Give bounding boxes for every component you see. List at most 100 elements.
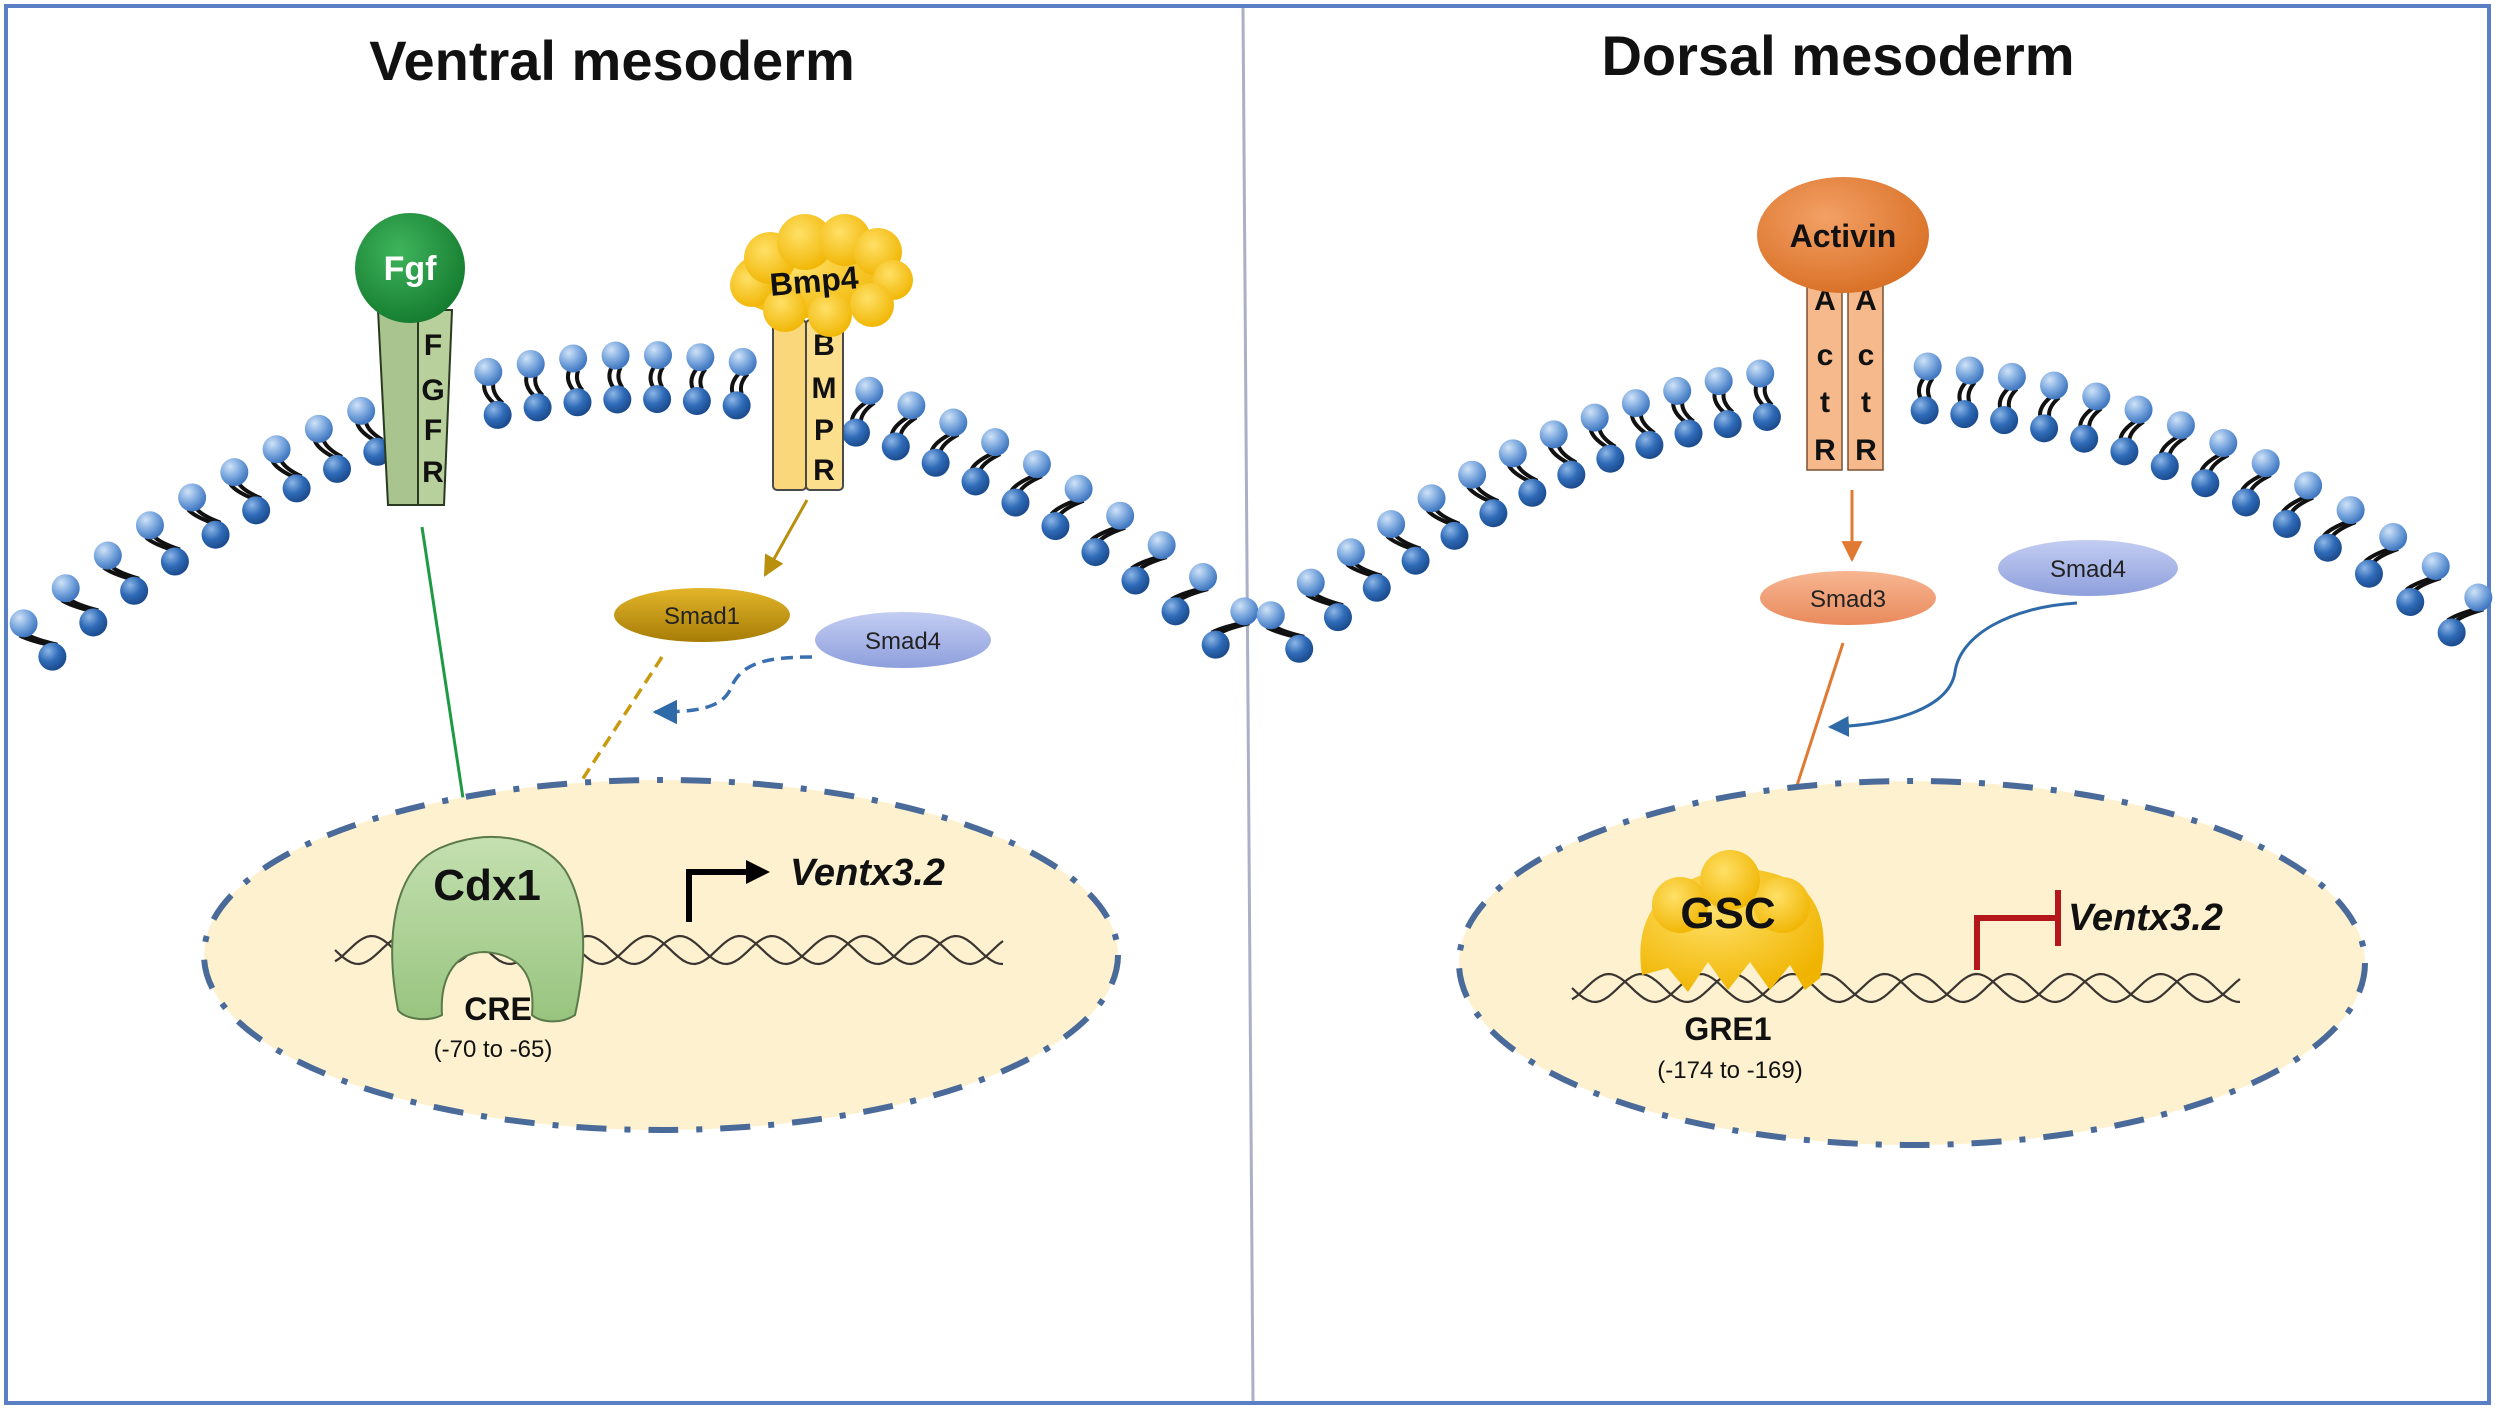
ligand-label: Fgf bbox=[384, 250, 438, 288]
lipid-head-outer bbox=[2294, 471, 2323, 500]
nucleus: Cdx1 Ventx3.2 CRE (-70 to -65) bbox=[201, 777, 1121, 1133]
gene-label: Ventx3.2 bbox=[790, 852, 945, 894]
lipid-head-inner bbox=[563, 388, 592, 417]
lipid-head-inner bbox=[643, 385, 672, 414]
repression-bar bbox=[1974, 890, 2061, 970]
lipid-head-inner bbox=[2070, 424, 2099, 453]
lipid-head-inner bbox=[323, 454, 352, 483]
lipid-tail bbox=[1753, 384, 1765, 407]
smad-label: Smad1 bbox=[664, 603, 740, 630]
lipid-head-outer bbox=[855, 376, 884, 405]
lipid-head-outer bbox=[1997, 362, 2026, 391]
lipid-head-inner bbox=[2110, 437, 2139, 466]
lipid-head-inner bbox=[1596, 444, 1625, 473]
lipid-head-outer bbox=[1621, 389, 1650, 418]
receptor-letter: R bbox=[1855, 434, 1877, 467]
smad-label: Smad4 bbox=[2050, 556, 2126, 583]
lipid-tail bbox=[1966, 381, 1977, 403]
lipid-tail bbox=[729, 372, 741, 394]
lipid-tail bbox=[491, 383, 505, 405]
lipid-head-outer bbox=[1663, 376, 1692, 405]
receptor-letter: c bbox=[1817, 339, 1834, 372]
lipid-head-inner bbox=[483, 400, 512, 429]
lipid-head-outer bbox=[728, 347, 757, 376]
arrow-bmpr-to-smad1 bbox=[763, 499, 809, 577]
lipid-head-outer bbox=[93, 541, 122, 570]
panel-title: Ventral mesoderm bbox=[369, 29, 855, 92]
receptor-letter: P bbox=[814, 414, 834, 447]
lipid-head-outer bbox=[2379, 522, 2408, 551]
lipid-head-inner bbox=[38, 642, 67, 671]
activin-ligand: Activin bbox=[1757, 177, 1929, 293]
receptor-letter: A bbox=[1855, 284, 1877, 317]
lipid-head-outer bbox=[939, 408, 968, 437]
panel-divider bbox=[1241, 7, 1255, 1402]
lipid-head-inner bbox=[1440, 521, 1469, 550]
lipid-head-inner bbox=[1121, 566, 1150, 595]
lipid-head-outer bbox=[2209, 429, 2238, 458]
lipid-head-inner bbox=[1674, 419, 1703, 448]
lipid-tail bbox=[482, 383, 496, 405]
lipid-tail bbox=[698, 367, 707, 390]
receptor-letter: R bbox=[813, 454, 835, 487]
lipid-head-outer bbox=[2166, 411, 2195, 440]
cdx1-factor: Cdx1 bbox=[391, 835, 585, 1023]
lipid-head-inner bbox=[2030, 414, 2059, 443]
lipid-tail bbox=[1712, 392, 1726, 414]
lipid-head-inner bbox=[523, 393, 552, 422]
receptor-letter: t bbox=[1820, 386, 1830, 419]
lipid-tail bbox=[524, 375, 536, 397]
binding-site-label: GRE1 bbox=[1684, 1011, 1771, 1047]
lipid-head-inner bbox=[120, 576, 149, 605]
lipid-head-inner bbox=[282, 474, 311, 503]
lipid-head-outer bbox=[304, 414, 333, 443]
smad-label: Smad4 bbox=[865, 628, 941, 655]
lipid-head-outer bbox=[2082, 382, 2111, 411]
lipid-tail bbox=[657, 366, 665, 389]
lipid-head-outer bbox=[51, 574, 80, 603]
lipid-head-inner bbox=[603, 385, 632, 414]
fgfr-receptor: F G F R bbox=[376, 309, 454, 506]
lipid-head-outer bbox=[601, 341, 630, 370]
gsc-factor: GSC bbox=[1640, 850, 1824, 992]
smad1: Smad1 bbox=[614, 588, 790, 642]
receptor-letter: B bbox=[813, 329, 835, 362]
lipid-tail bbox=[2006, 387, 2019, 409]
lipid-head-inner bbox=[961, 467, 990, 496]
lipid-head-inner bbox=[1479, 499, 1508, 528]
lipid-head-inner bbox=[921, 448, 950, 477]
lipid-head-outer bbox=[347, 396, 376, 425]
lipid-head-inner bbox=[1201, 630, 1230, 659]
fgf-ligand: Fgf bbox=[355, 213, 465, 323]
figure-border bbox=[4, 4, 2491, 1405]
lipid-head-inner bbox=[2437, 618, 2466, 647]
bmpr-receptor: B M P R bbox=[772, 319, 844, 491]
lipid-head-inner bbox=[1362, 573, 1391, 602]
lipid-head-outer bbox=[686, 343, 715, 372]
lipid-head-outer bbox=[2040, 371, 2069, 400]
lipid-head-inner bbox=[1161, 597, 1190, 626]
transcription-factor-label: Cdx1 bbox=[433, 861, 541, 910]
lipid-tail bbox=[1957, 381, 1968, 403]
lipid-head-outer bbox=[1147, 531, 1176, 560]
lipid-tail bbox=[1762, 384, 1774, 407]
lipid-tail bbox=[1721, 392, 1735, 414]
lipid-tail bbox=[574, 369, 585, 392]
lipid-head-inner bbox=[841, 418, 870, 447]
ligand-label: Bmp4 bbox=[768, 259, 860, 303]
lipid-tail bbox=[2047, 395, 2061, 417]
actr-receptor: A c t R A c t R bbox=[1806, 269, 1884, 471]
lipid-head-inner bbox=[1001, 488, 1030, 517]
smad4: Smad4 bbox=[815, 612, 991, 668]
lipid-head-outer bbox=[1064, 474, 1093, 503]
lipid-head-outer bbox=[220, 458, 249, 487]
panel-title: Dorsal mesoderm bbox=[1601, 24, 2074, 87]
lipid-head-inner bbox=[1285, 634, 1314, 663]
lipid-head-inner bbox=[2354, 559, 2383, 588]
receptor-letter: R bbox=[422, 456, 444, 489]
lipid-head-outer bbox=[2336, 496, 2365, 525]
lipid-head-inner bbox=[160, 547, 189, 576]
arrow-smad4-dashed bbox=[652, 655, 813, 725]
lipid-head-inner bbox=[1713, 410, 1742, 439]
receptor-letter: c bbox=[1858, 339, 1875, 372]
